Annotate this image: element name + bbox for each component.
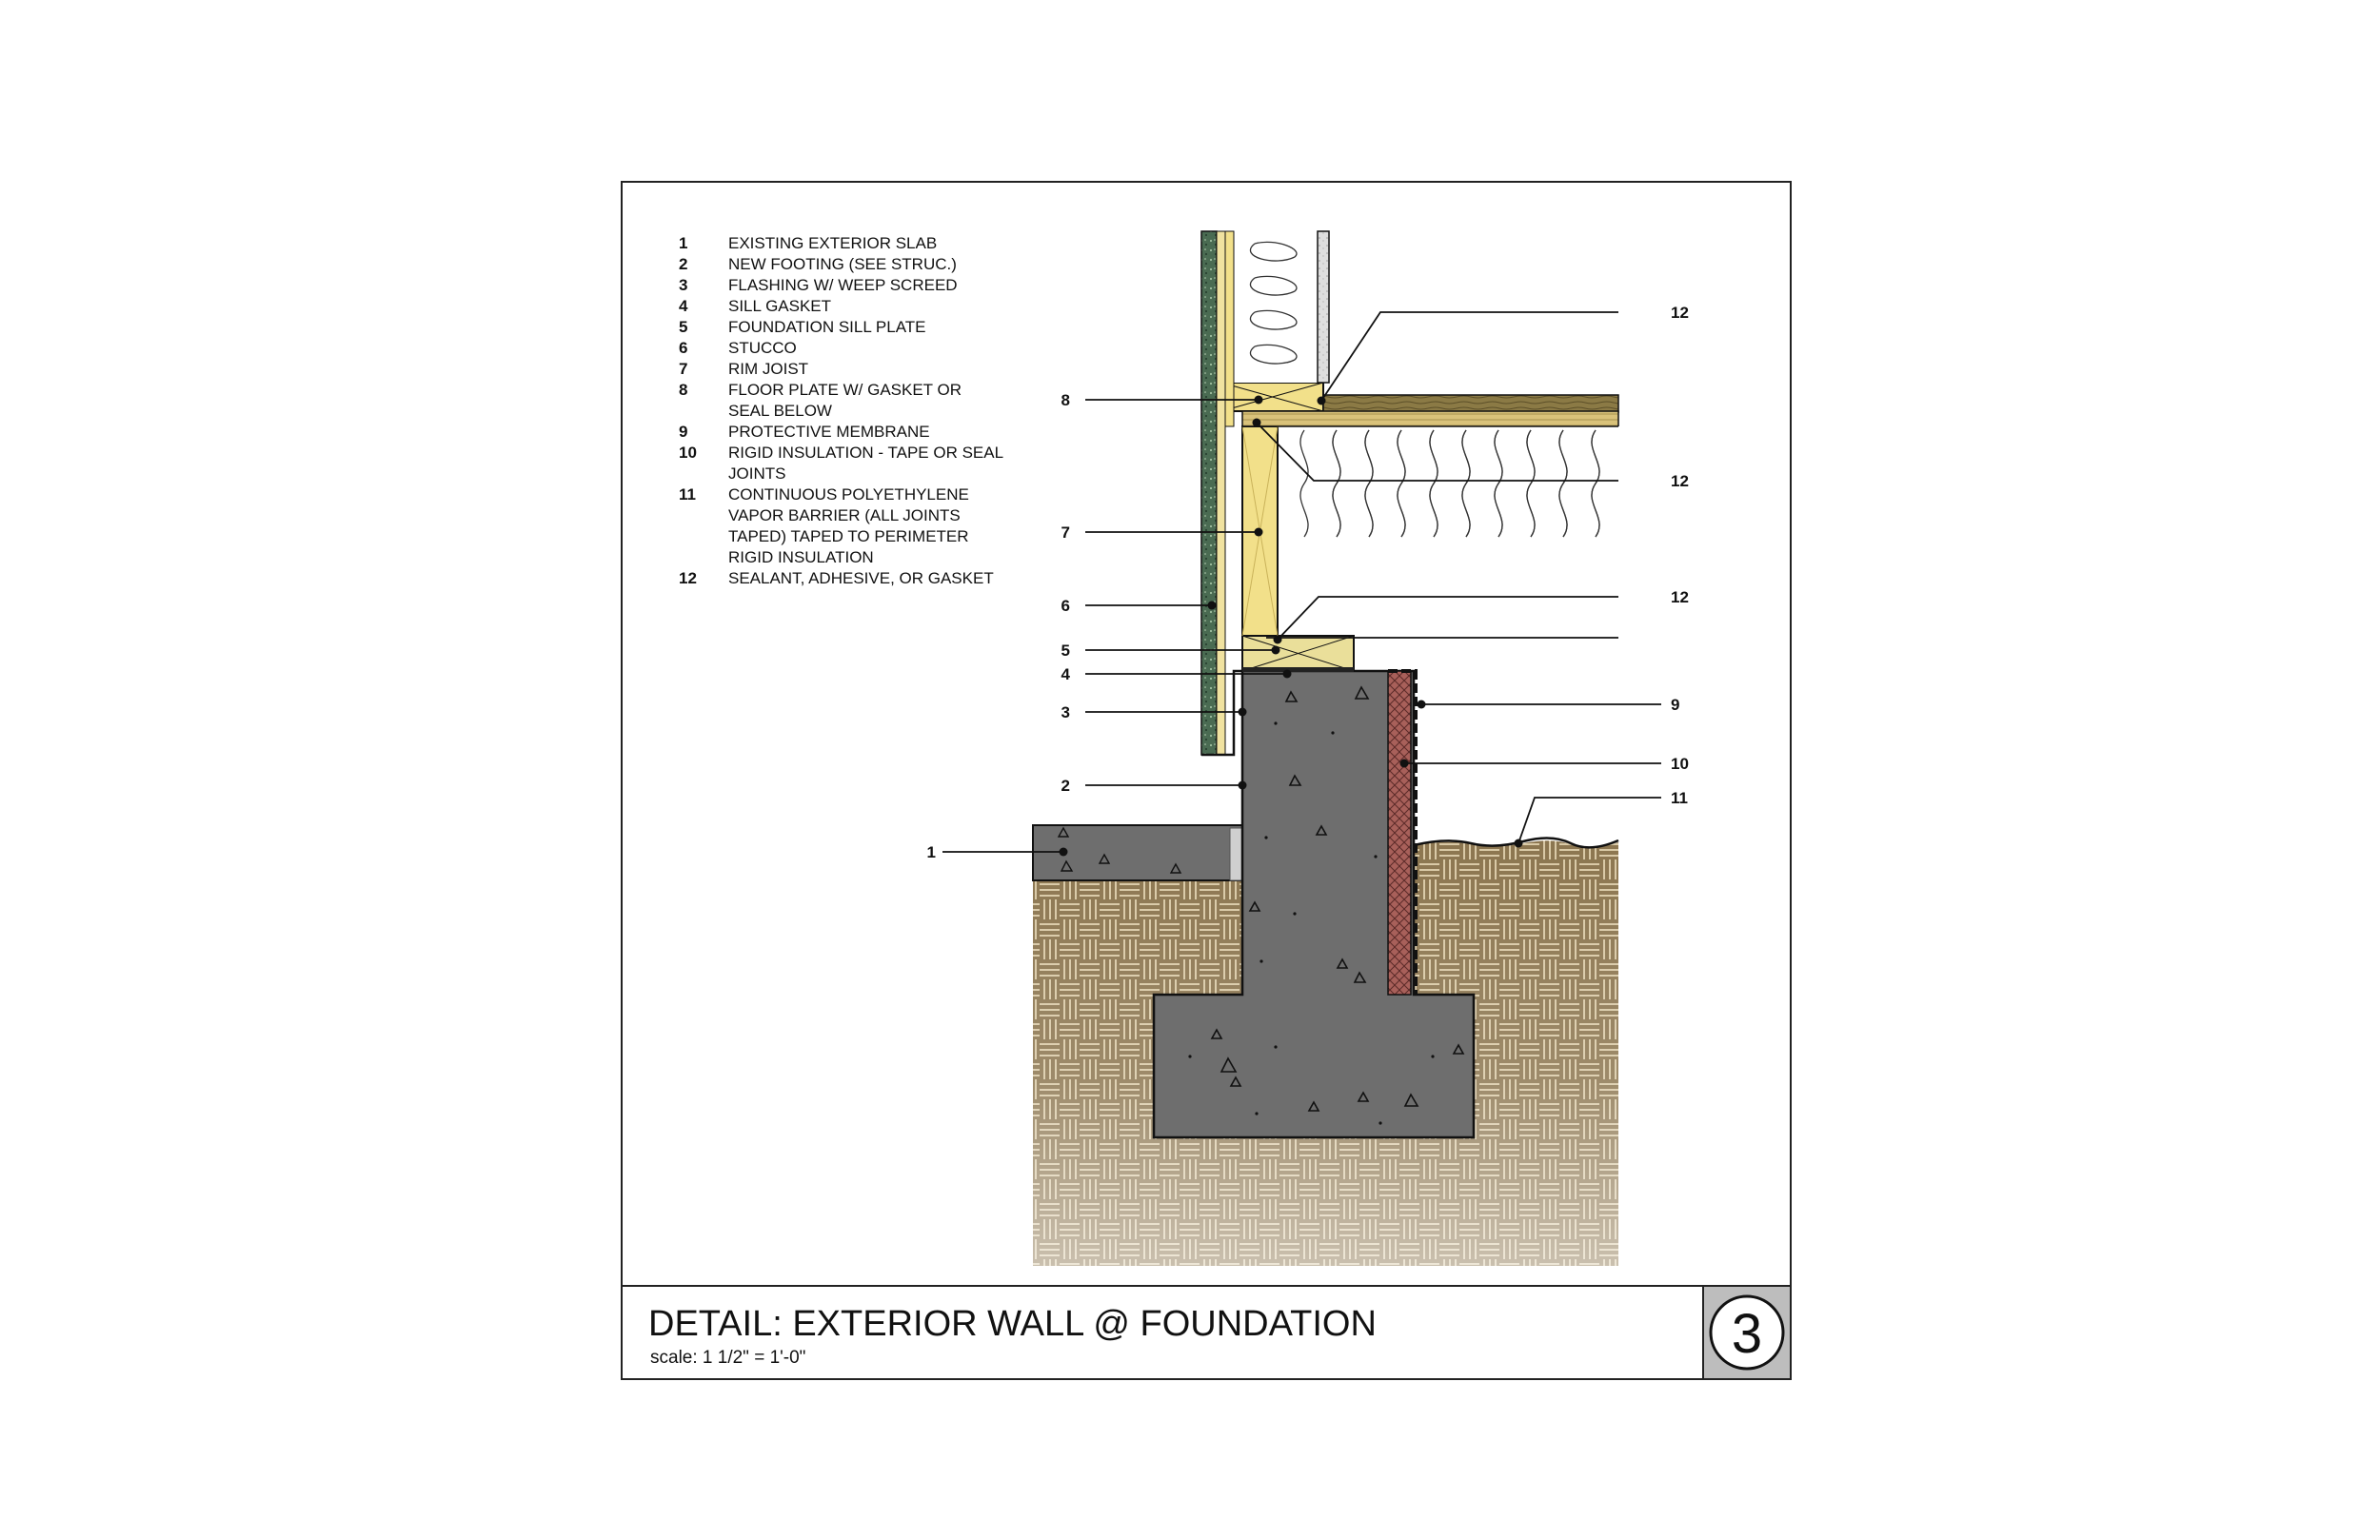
legend-item-text: FLASHING W/ WEEP SCREED <box>728 276 958 294</box>
callout-4: 4 <box>1061 665 1071 683</box>
rigid-insulation <box>1387 670 1412 996</box>
legend-number: 2 <box>679 255 687 273</box>
legend-item-text: SEALANT, ADHESIVE, OR GASKET <box>728 569 994 587</box>
legend-item-text: STUCCO <box>728 339 797 357</box>
legend-number: 3 <box>679 276 687 294</box>
callout-1: 1 <box>927 843 936 861</box>
legend-number: 9 <box>679 423 687 441</box>
legend-item-text: SEAL BELOW <box>728 402 832 420</box>
legend-number: 7 <box>679 360 687 378</box>
legend-item-text: NEW FOOTING (SEE STRUC.) <box>728 255 957 273</box>
existing-exterior-slab <box>1032 824 1243 881</box>
callout-5: 5 <box>1061 642 1070 660</box>
legend-number: 4 <box>679 297 688 315</box>
detail-number-circle <box>1709 1294 1785 1371</box>
callout-6: 6 <box>1061 597 1070 615</box>
legend-number: 8 <box>679 381 687 399</box>
drawing-scale: scale: 1 1/2" = 1'-0" <box>650 1348 805 1368</box>
callout-12-mid: 12 <box>1671 472 1689 490</box>
legend-item-text: SILL GASKET <box>728 297 831 315</box>
callout-12-top: 12 <box>1671 304 1689 322</box>
legend-item-text: JOINTS <box>728 464 785 483</box>
floor-deck <box>1241 394 1619 427</box>
legend-item-text: VAPOR BARRIER (ALL JOINTS <box>728 506 961 524</box>
wall-insulation <box>1234 230 1330 384</box>
legend-item-text: RIGID INSULATION - TAPE OR SEAL <box>728 444 1003 462</box>
legend-number: 12 <box>679 569 697 587</box>
legend-item-text: EXISTING EXTERIOR SLAB <box>728 234 937 252</box>
legend-item-text: RIM JOIST <box>728 360 808 378</box>
legend-number: 10 <box>679 444 697 462</box>
flashing-weep-screed <box>1201 669 1242 757</box>
callout-11: 11 <box>1671 789 1688 807</box>
legend-number: 6 <box>679 339 687 357</box>
legend-item-text: TAPED) TAPED TO PERIMETER <box>728 527 969 545</box>
legend-item-text: CONTINUOUS POLYETHYLENE <box>728 485 969 503</box>
callout-8: 8 <box>1061 391 1070 409</box>
callout-9: 9 <box>1671 696 1679 714</box>
legend-item-text: RIGID INSULATION <box>728 548 874 566</box>
callout-7: 7 <box>1061 523 1070 542</box>
stucco <box>1200 230 1235 756</box>
callout-2: 2 <box>1061 777 1070 795</box>
foundation-sill-plate <box>1241 635 1355 672</box>
legend-item-text: FLOOR PLATE W/ GASKET OR <box>728 381 962 399</box>
callout-12-low: 12 <box>1671 588 1689 606</box>
detail-number: 3 <box>1732 1303 1762 1365</box>
legend-number: 11 <box>679 485 696 503</box>
leader-lines <box>942 311 1661 857</box>
sill-gasket <box>1242 667 1354 672</box>
floor-insulation <box>1299 426 1656 541</box>
callout-3: 3 <box>1061 703 1070 721</box>
legend: 1 EXISTING EXTERIOR SLAB 2 NEW FOOTING (SEE… <box>679 234 1003 587</box>
legend-item-text: FOUNDATION SILL PLATE <box>728 318 926 336</box>
drawing-title: DETAIL: EXTERIOR WALL @ FOUNDATION <box>648 1304 1377 1344</box>
callout-10: 10 <box>1671 755 1689 773</box>
legend-number: 1 <box>679 234 687 252</box>
vapor-barrier <box>1413 837 1619 849</box>
floor-plate <box>1220 382 1324 412</box>
legend-item-text: PROTECTIVE MEMBRANE <box>728 423 930 441</box>
legend-number: 5 <box>679 318 687 336</box>
protective-membrane <box>1388 669 1418 995</box>
